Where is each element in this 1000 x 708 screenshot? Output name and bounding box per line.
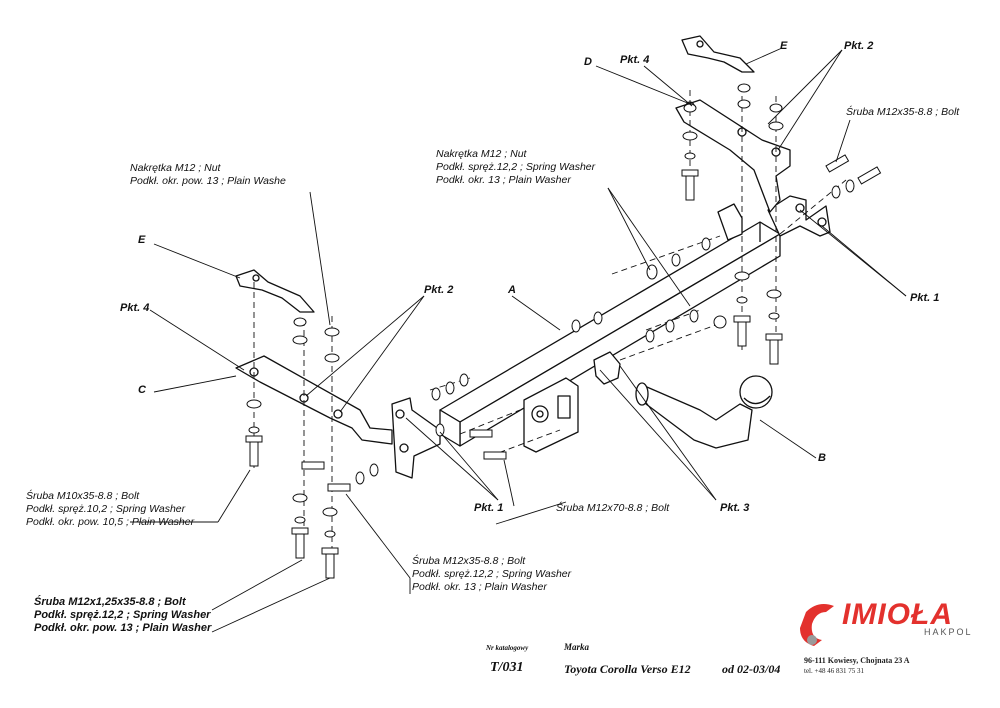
pkt1-right-label: Pkt. 1 xyxy=(910,292,940,304)
label-b: B xyxy=(818,452,826,464)
pkt4-left-label: Pkt. 4 xyxy=(120,302,150,314)
brand-label: Marka xyxy=(564,642,590,652)
company-sub-logo: HAKPOL xyxy=(924,627,973,637)
vehicle-model: Toyota Corolla Verso E12 xyxy=(564,662,691,676)
label-c: C xyxy=(138,384,146,396)
fasteners xyxy=(245,83,882,579)
left-side-bracket xyxy=(391,397,441,479)
production-date: od 02-03/04 xyxy=(722,662,781,676)
leader-lines xyxy=(130,47,907,633)
tow-ball-b xyxy=(635,375,773,449)
label-d: D xyxy=(584,56,592,68)
pkt2-top-label: Pkt. 2 xyxy=(844,40,874,52)
pkt1-bottom-label: Pkt. 1 xyxy=(474,502,504,514)
label-a: A xyxy=(508,284,516,296)
callout-bolt-m12x125: Śruba M12x1,25x35-8.8 ; Bolt Podkł. sprę… xyxy=(34,596,212,634)
callout-bolt-right: Śruba M12x35-8.8 ; Bolt xyxy=(846,106,960,118)
company-logo: IMIOŁA xyxy=(842,598,953,631)
company-address: 96-111 Kowiesy, Chojnata 23 A xyxy=(804,656,910,665)
callout-nut-left: Nakrętka M12 ; Nut Podkł. okr. pow. 13 ;… xyxy=(130,162,286,187)
pkt4-top-label: Pkt. 4 xyxy=(620,54,650,66)
plate-e-right xyxy=(681,35,755,73)
callout-bolt-m12x35: Śruba M12x35-8.8 ; Bolt Podkł. spręż.12,… xyxy=(412,555,572,593)
label-e-left: E xyxy=(138,234,146,246)
pkt3-label: Pkt. 3 xyxy=(720,502,750,514)
imiola-logo-icon xyxy=(800,604,834,646)
socket-plate xyxy=(523,377,579,453)
company-phone: tel. +48 46 831 75 31 xyxy=(804,667,864,675)
label-e-right: E xyxy=(780,40,788,52)
callout-bolt-m12x70: Śruba M12x70-8.8 ; Bolt xyxy=(556,502,670,514)
pkt2-mid-label: Pkt. 2 xyxy=(424,284,454,296)
callout-nut-center: Nakrętka M12 ; Nut Podkł. spręż.12,2 ; S… xyxy=(436,148,596,186)
right-side-bracket xyxy=(767,195,831,237)
plate-e-left xyxy=(235,269,315,313)
catalog-number-label: Nr katalogowy xyxy=(486,644,529,652)
catalog-number: T/031 xyxy=(490,660,524,675)
callout-bolt-m10: Śruba M10x35-8.8 ; Bolt Podkł. spręż.10,… xyxy=(26,490,195,528)
bracket-pkt3 xyxy=(593,351,621,385)
bracket-c xyxy=(235,355,393,445)
